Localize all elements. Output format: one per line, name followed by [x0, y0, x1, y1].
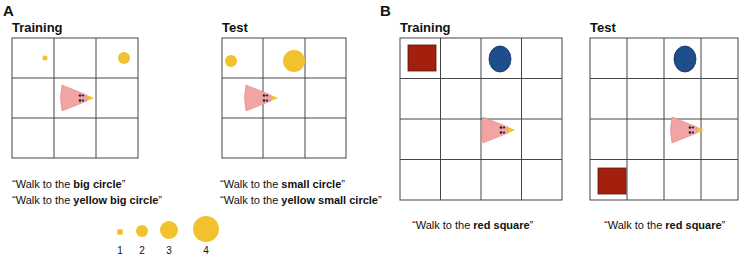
text-line: “Walk to the yellow big circle”: [12, 194, 162, 207]
text-line: Training: [400, 20, 451, 36]
label-text: “Walk to the: [12, 178, 73, 190]
bold-text: A: [3, 2, 14, 19]
text-line: “Walk to the small circle”: [220, 178, 345, 191]
bold-text: yellow big circle: [73, 194, 158, 206]
bold-text: yellow small circle: [281, 194, 378, 206]
label-text: “Walk to the: [12, 194, 73, 206]
bold-text: red square: [473, 219, 529, 231]
bold-text: Training: [400, 20, 451, 35]
text-line: “Walk to the big circle”: [12, 178, 125, 191]
label-text: “Walk to the: [412, 219, 473, 231]
label-text: 4: [203, 245, 209, 256]
label-text: ”: [158, 194, 162, 206]
bold-text: Training: [12, 20, 63, 35]
text-line: 3: [166, 245, 172, 257]
objects: [43, 45, 705, 242]
text-line: B: [380, 2, 391, 20]
label-text: ”: [341, 178, 345, 190]
bold-text: red square: [665, 219, 721, 231]
label-text: ”: [378, 194, 382, 206]
bold-text: B: [380, 2, 391, 19]
text-line: “Walk to the yellow small circle”: [220, 194, 382, 207]
label-text: 3: [166, 245, 172, 256]
bold-text: Test: [222, 20, 248, 35]
label-text: 1: [117, 245, 123, 256]
grid: [12, 38, 738, 200]
text-line: Test: [222, 20, 248, 36]
text-line: “Walk to the red square”: [604, 219, 725, 232]
text-line: 2: [139, 245, 145, 257]
label-text: ”: [530, 219, 534, 231]
text-line: 1: [117, 245, 123, 257]
label-text: “Walk to the: [604, 219, 665, 231]
text-line: “Walk to the red square”: [412, 219, 533, 232]
text-line: 4: [203, 245, 209, 257]
label-text: “Walk to the: [220, 178, 281, 190]
bold-text: big circle: [73, 178, 121, 190]
text-line: A: [3, 2, 14, 20]
label-text: ”: [122, 178, 126, 190]
label-text: ”: [722, 219, 726, 231]
bold-text: small circle: [281, 178, 341, 190]
label-text: “Walk to the: [220, 194, 281, 206]
bold-text: Test: [590, 20, 616, 35]
text-line: Test: [590, 20, 616, 36]
label-text: 2: [139, 245, 145, 256]
text-line: Training: [12, 20, 63, 36]
